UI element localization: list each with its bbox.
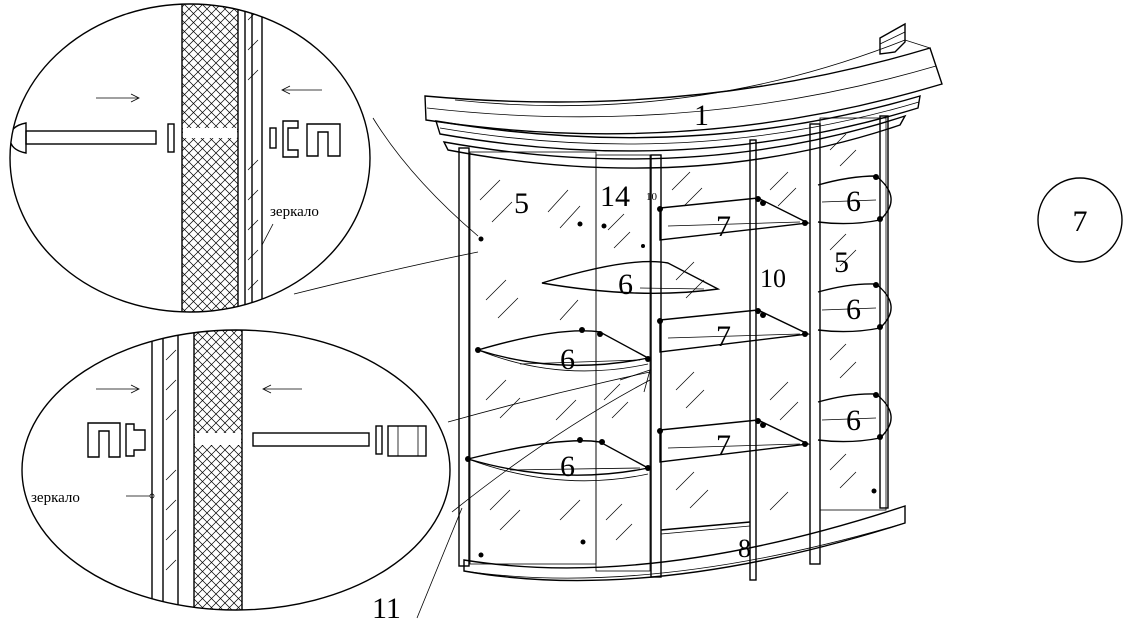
detail-bottom-arrow-left [262,384,302,394]
label-right-side-mirror: 5 [834,246,849,279]
cornice [424,22,943,169]
glass-hatching [479,133,857,541]
detail-bottom-board [193,330,243,610]
label-upper-center: 14 [600,180,630,213]
detail-bottom-arrow-right [96,384,140,394]
curved-shelf-left-upper [541,260,721,294]
label-upper-small: 10 [646,191,658,203]
detail-bottom-mirror-glass [165,349,177,571]
right-partition [809,123,821,565]
detail-top-arrow-right [96,93,140,103]
detail-top-mirror-glass [247,9,259,291]
curved-shelf-left-lower [465,437,651,482]
straight-shelf-middle [657,308,811,353]
left-side-mirror [469,151,597,565]
center-left-post [650,154,662,578]
label-shelf-6-left-upper: 6 [618,268,633,301]
right-side-mirror [819,117,887,511]
detail-top-connector-lower [293,251,479,295]
label-cornice: 1 [694,99,709,132]
label-left-side-mirror: 5 [514,187,529,220]
base-label-leader [416,507,463,619]
curved-shelf-right-upper [817,174,892,225]
badge-number: 7 [1073,205,1088,238]
label-shelf-7-lower: 7 [716,429,731,462]
right-side-panel [879,115,889,509]
badge-circle [1037,177,1123,263]
detail-top-board [181,4,239,312]
detail-top-connector-upper [372,117,479,237]
label-shelf-6-right-middle: 6 [846,293,861,326]
detail-bottom-connector-lower [451,379,651,513]
label-shelf-6-left-lower: 6 [560,450,575,483]
label-base: 11 [372,592,401,625]
bottom-panel-edge [660,521,751,531]
detail-top-bolt [10,122,175,154]
curved-shelf-right-lower [817,392,892,443]
detail-top: зеркало [9,3,371,313]
straight-shelf-upper [657,196,811,241]
center-right-post [749,139,757,581]
curved-shelf-left-middle [475,327,651,372]
label-bottom-panel: 8 [738,534,751,563]
detail-bottom-bolt [252,425,427,457]
cabinet-base [463,505,906,582]
label-shelf-6-right-lower: 6 [846,404,861,437]
left-side-panel [458,147,470,567]
curved-shelf-right-middle [817,282,892,333]
badge: 7 [1037,177,1123,263]
left-partition [595,154,651,572]
detail-bottom: зеркало [21,329,451,611]
detail-bottom-connector-upper [447,371,651,423]
label-shelf-6-left-middle: 6 [560,343,575,376]
detail-top-mirror-label: зеркало [270,204,319,220]
detail-top-cap [269,120,341,158]
label-middle-divider: 10 [760,264,786,293]
label-shelf-6-right-upper: 6 [846,185,861,218]
straight-shelf-lower [657,418,811,463]
detail-top-arrow-left [281,85,322,95]
label-shelf-7-upper: 7 [716,210,731,243]
detail-top-mirror-leader [261,223,274,246]
fixing-dots [478,221,877,558]
detail-bottom-cap [87,422,146,458]
label-shelf-7-middle: 7 [716,320,731,353]
cabinet [416,22,943,619]
detail-bottom-mirror-label: зеркало [31,490,80,506]
